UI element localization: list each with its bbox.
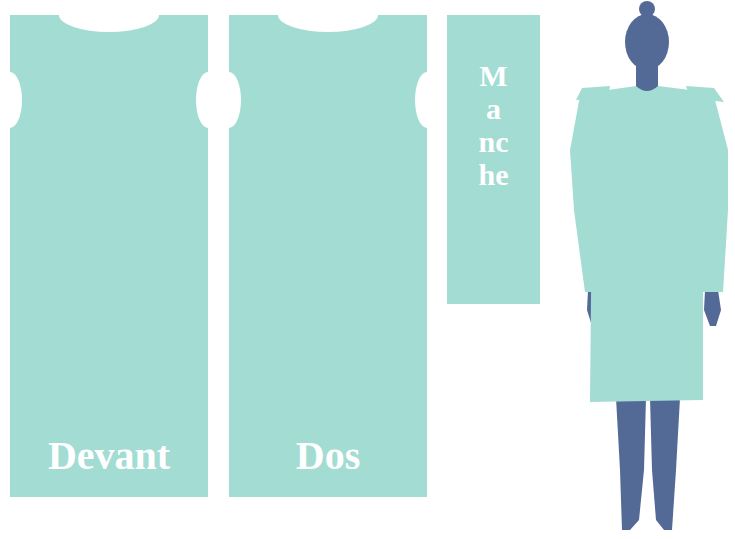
piece-label: Devant [48, 432, 170, 479]
piece-label: Manche [479, 59, 509, 191]
cutout [229, 72, 241, 128]
back-pattern-piece: Dos [229, 15, 427, 497]
pattern-cutouts [229, 15, 427, 497]
piece-label: Dos [296, 432, 360, 479]
pattern-cutouts [10, 15, 208, 497]
cutout [415, 72, 427, 128]
cutout [278, 15, 378, 32]
gown [570, 86, 728, 402]
sleeve-pattern-piece: Manche [447, 15, 540, 304]
cutout [10, 72, 22, 128]
cutout [196, 72, 208, 128]
front-pattern-piece: Devant [10, 15, 208, 497]
cutout [59, 15, 159, 32]
